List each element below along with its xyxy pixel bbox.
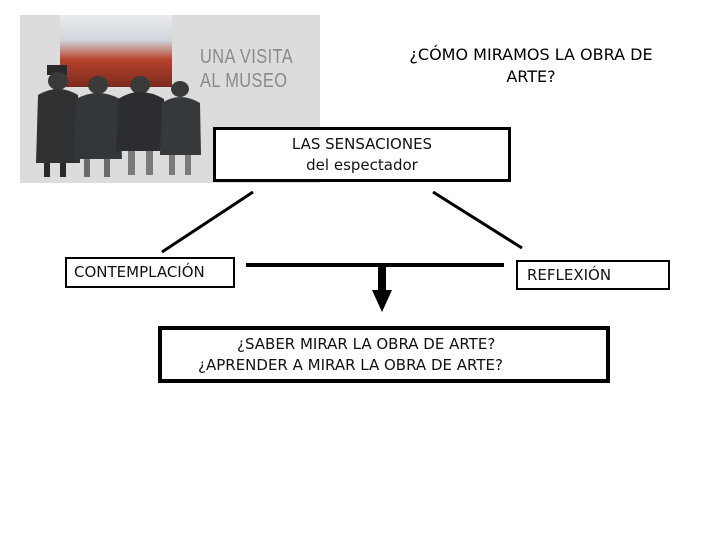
connector-left-diagonal bbox=[161, 190, 254, 254]
box-pregunta: ¿SABER MIRAR LA OBRA DE ARTE? ¿APRENDER … bbox=[158, 326, 610, 383]
heading-line2: ARTE? bbox=[506, 67, 556, 86]
contemplacion-label: CONTEMPLACIÓN bbox=[74, 263, 205, 281]
poster-figures bbox=[36, 65, 201, 177]
poster-painting bbox=[60, 15, 172, 87]
page-heading: ¿CÓMO MIRAMOS LA OBRA DE ARTE? bbox=[396, 44, 666, 88]
pregunta-line2: ¿APRENDER A MIRAR LA OBRA DE ARTE? bbox=[198, 356, 503, 374]
poster-title-line2: AL MUSEO bbox=[200, 70, 288, 92]
box-sensaciones: LAS SENSACIONES del espectador bbox=[213, 127, 511, 182]
box-reflexion: REFLEXIÓN bbox=[516, 260, 670, 290]
connector-right-diagonal bbox=[432, 190, 523, 250]
box-contemplacion: CONTEMPLACIÓN bbox=[65, 257, 235, 288]
poster-title-line1: UNA VISITA bbox=[200, 46, 294, 68]
pregunta-line1: ¿SABER MIRAR LA OBRA DE ARTE? bbox=[237, 335, 496, 353]
reflexion-label: REFLEXIÓN bbox=[527, 266, 612, 284]
museum-poster: UNA VISITA AL MUSEO bbox=[20, 15, 320, 183]
poster-title: UNA VISITA AL MUSEO bbox=[200, 45, 293, 93]
heading-line1: ¿CÓMO MIRAMOS LA OBRA DE bbox=[409, 45, 653, 64]
sensaciones-line2: del espectador bbox=[306, 156, 418, 174]
arrow-down-icon bbox=[372, 267, 392, 312]
sensaciones-line1: LAS SENSACIONES bbox=[291, 135, 433, 153]
